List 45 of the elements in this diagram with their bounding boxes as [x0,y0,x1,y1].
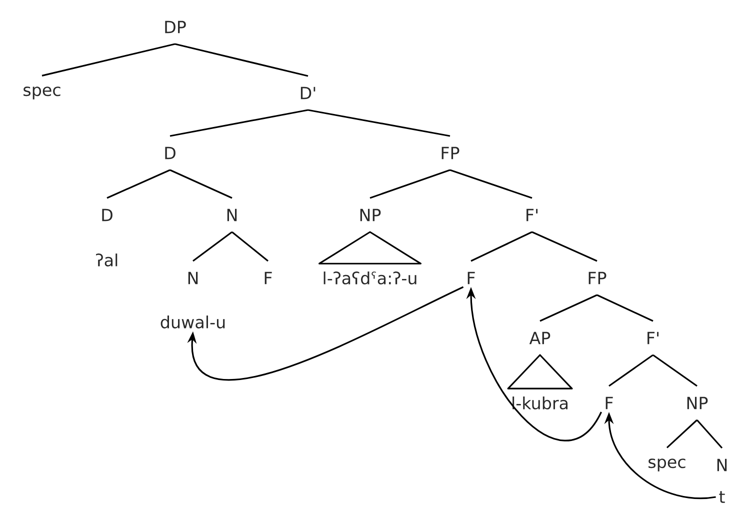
tree-label: t [719,491,725,503]
branch-line [42,43,176,76]
branch-line [596,294,654,322]
branch-line [106,169,170,199]
triangle-branch [507,354,573,390]
branch-line [666,419,698,448]
word-label: ʔal [96,254,118,266]
branch-line [470,231,532,262]
tree-label: AP [529,332,550,344]
tree-label: duwal-u [160,316,225,328]
branch-line [370,169,450,199]
branch-line [450,169,532,199]
tree-label: D' [300,86,316,100]
branch-line [174,43,308,77]
branch-line [170,169,232,199]
movement-arrow [187,286,464,380]
branch-line [608,354,654,387]
tree-label: FP [588,272,606,284]
tree-label: F [264,272,272,284]
tree-label: D [102,208,112,222]
tree-label: DP [165,20,186,34]
tree-label: F [606,396,613,410]
branch-line [232,231,268,262]
branch-line [532,231,598,262]
branch-line [652,354,698,387]
tree-label: NP [360,208,381,222]
tree-label: NP [687,396,708,410]
branch-line [192,231,232,262]
branch-line [308,109,450,137]
branch-line [540,294,598,322]
tree-label: F' [526,208,538,222]
tree-label: F' [648,332,658,344]
tree-label: D [165,146,176,160]
branch-line [170,109,308,137]
tree-label: F [468,272,475,284]
tree-label: N [188,272,198,284]
tree-label: FP [442,146,460,160]
tree-label: N [227,208,237,222]
triangle-branch [318,231,422,264]
tree-label: l-ʔaʕdˤa:ʔ-u [324,272,416,284]
branch-line [696,419,723,449]
tree-label: l-kubra [512,396,568,410]
tree-label: spec [648,458,686,472]
tree-label: N [717,458,727,472]
tree-label: spec [24,86,60,100]
